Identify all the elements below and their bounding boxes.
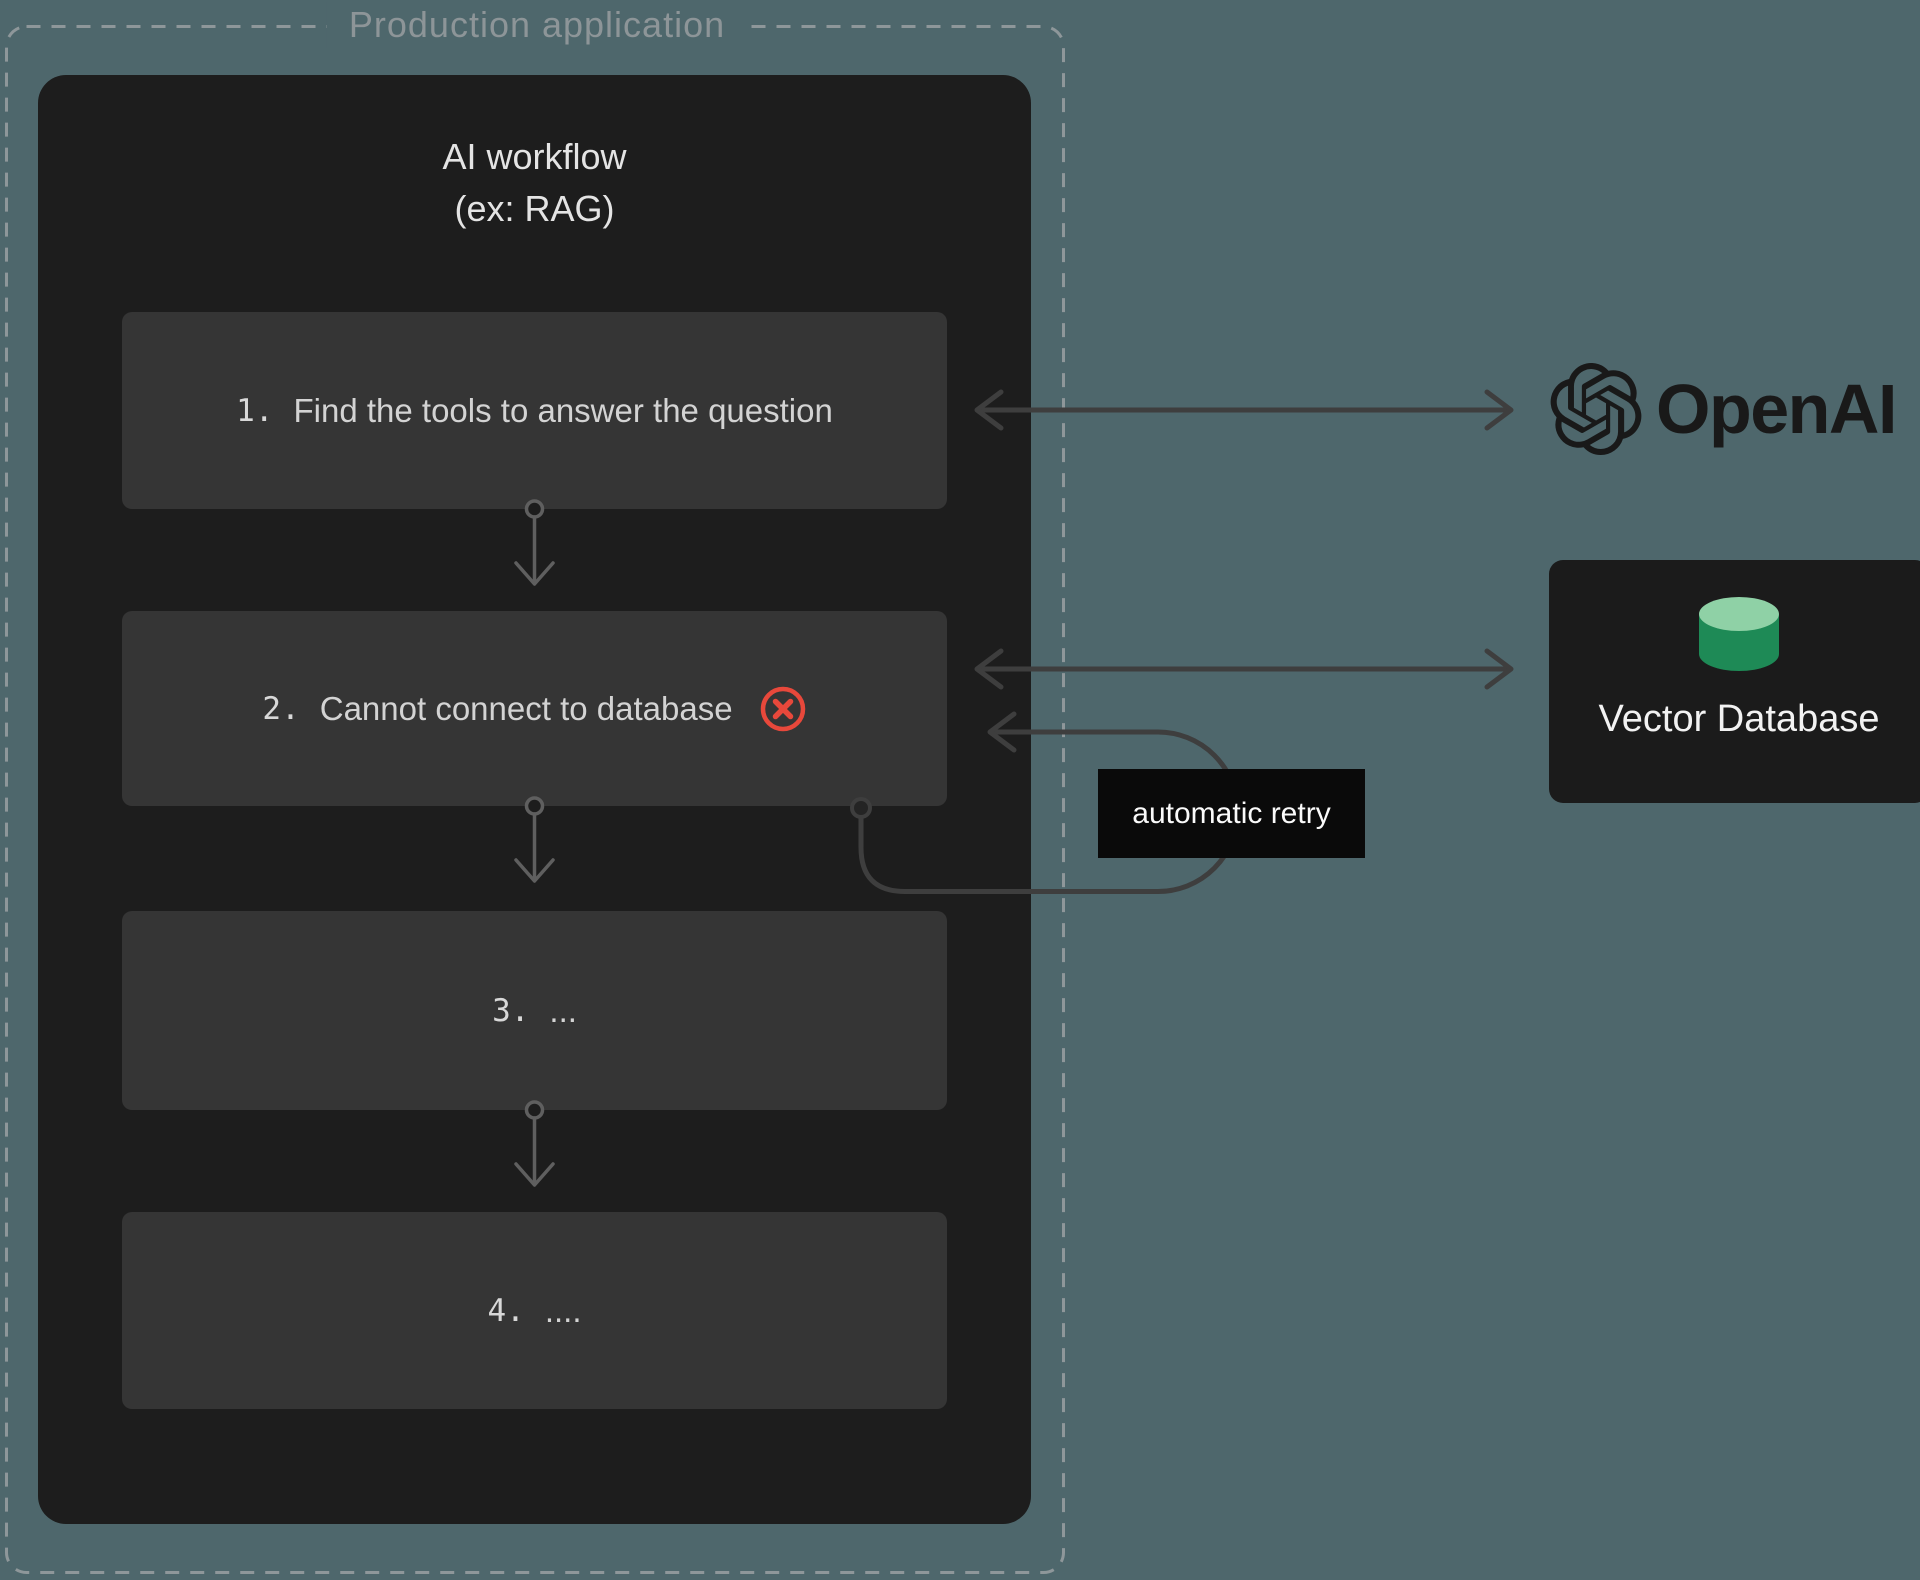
arrowhead-right-icon xyxy=(1484,648,1514,690)
step-number: 4. xyxy=(487,1292,525,1329)
step-label: Find the tools to answer the question xyxy=(293,391,833,429)
step-number: 3. xyxy=(492,992,530,1029)
openai-logo-icon xyxy=(1550,363,1642,455)
workflow-step-4: 4. .... xyxy=(122,1212,947,1409)
step-number: 1. xyxy=(236,392,274,429)
vector-database-card: Vector Database xyxy=(1549,560,1920,803)
workflow-step-3: 3. ... xyxy=(122,911,947,1110)
workflow-step-1: 1. Find the tools to answer the question xyxy=(122,312,947,509)
step-label: Cannot connect to database xyxy=(319,689,733,727)
openai-service: OpenAI xyxy=(1550,363,1897,455)
arrow-step2-vectordb xyxy=(974,648,1514,690)
step-number: 2. xyxy=(262,690,300,727)
openai-wordmark: OpenAI xyxy=(1656,370,1897,448)
database-icon xyxy=(1699,597,1779,671)
step-label: ... xyxy=(549,991,577,1029)
workflow-step-2: 2. Cannot connect to database xyxy=(122,611,947,806)
arrow-step1-openai xyxy=(974,389,1514,431)
step-label: .... xyxy=(544,1291,582,1329)
arrowhead-right-icon xyxy=(1484,389,1514,431)
workflow-title-line1: AI workflow xyxy=(442,136,627,177)
automatic-retry-label: automatic retry xyxy=(1098,769,1365,858)
error-icon xyxy=(760,686,805,731)
ai-workflow-panel: AI workflow (ex: RAG) 1. Find the tools … xyxy=(38,75,1031,1524)
workflow-title: AI workflow (ex: RAG) xyxy=(38,131,1031,235)
production-app-label: Production application xyxy=(326,2,748,48)
workflow-title-line2: (ex: RAG) xyxy=(454,188,615,229)
vector-database-label: Vector Database xyxy=(1598,698,1880,740)
